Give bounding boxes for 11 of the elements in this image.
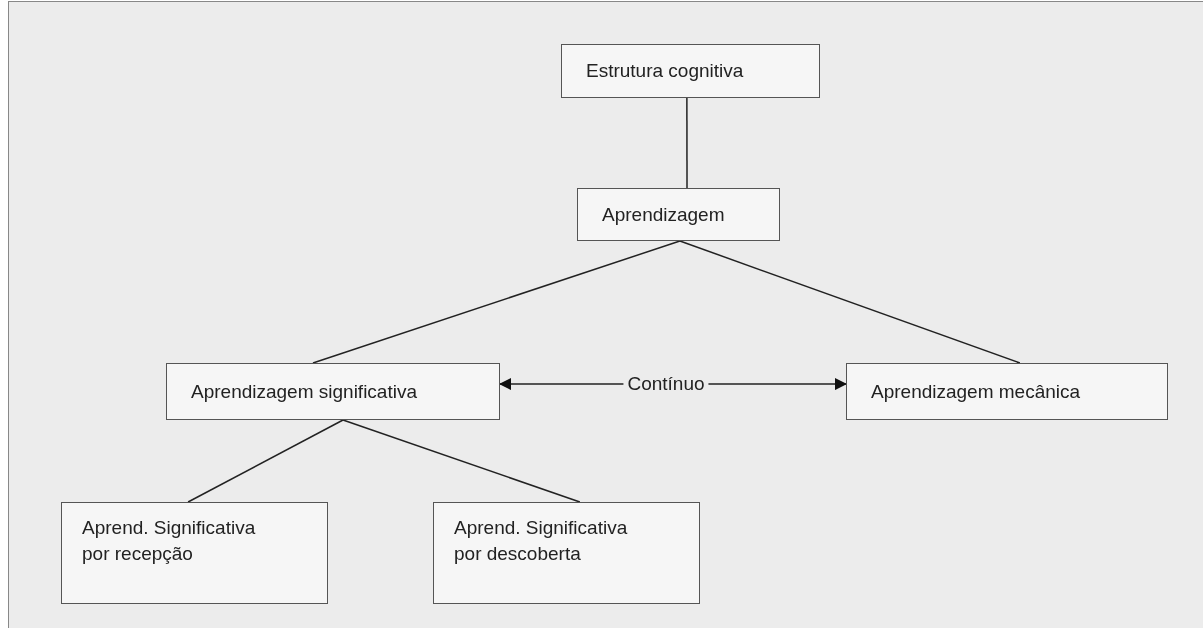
- concept-box: Aprendizagem: [577, 188, 780, 241]
- connector-line: [686, 97, 688, 189]
- concept-box: Aprendizagem mecânica: [846, 363, 1168, 420]
- connector-line: [187, 419, 344, 503]
- concept-box: Aprendizagem significativa: [166, 363, 500, 420]
- connector-line: [312, 240, 681, 364]
- connector-line: [679, 240, 1021, 364]
- concept-box: Estrutura cognitiva: [561, 44, 820, 98]
- concept-box: Aprend. Significativa por recepção: [61, 502, 328, 604]
- concept-box: Aprend. Significativa por descoberta: [433, 502, 700, 604]
- connector-line: [342, 419, 581, 503]
